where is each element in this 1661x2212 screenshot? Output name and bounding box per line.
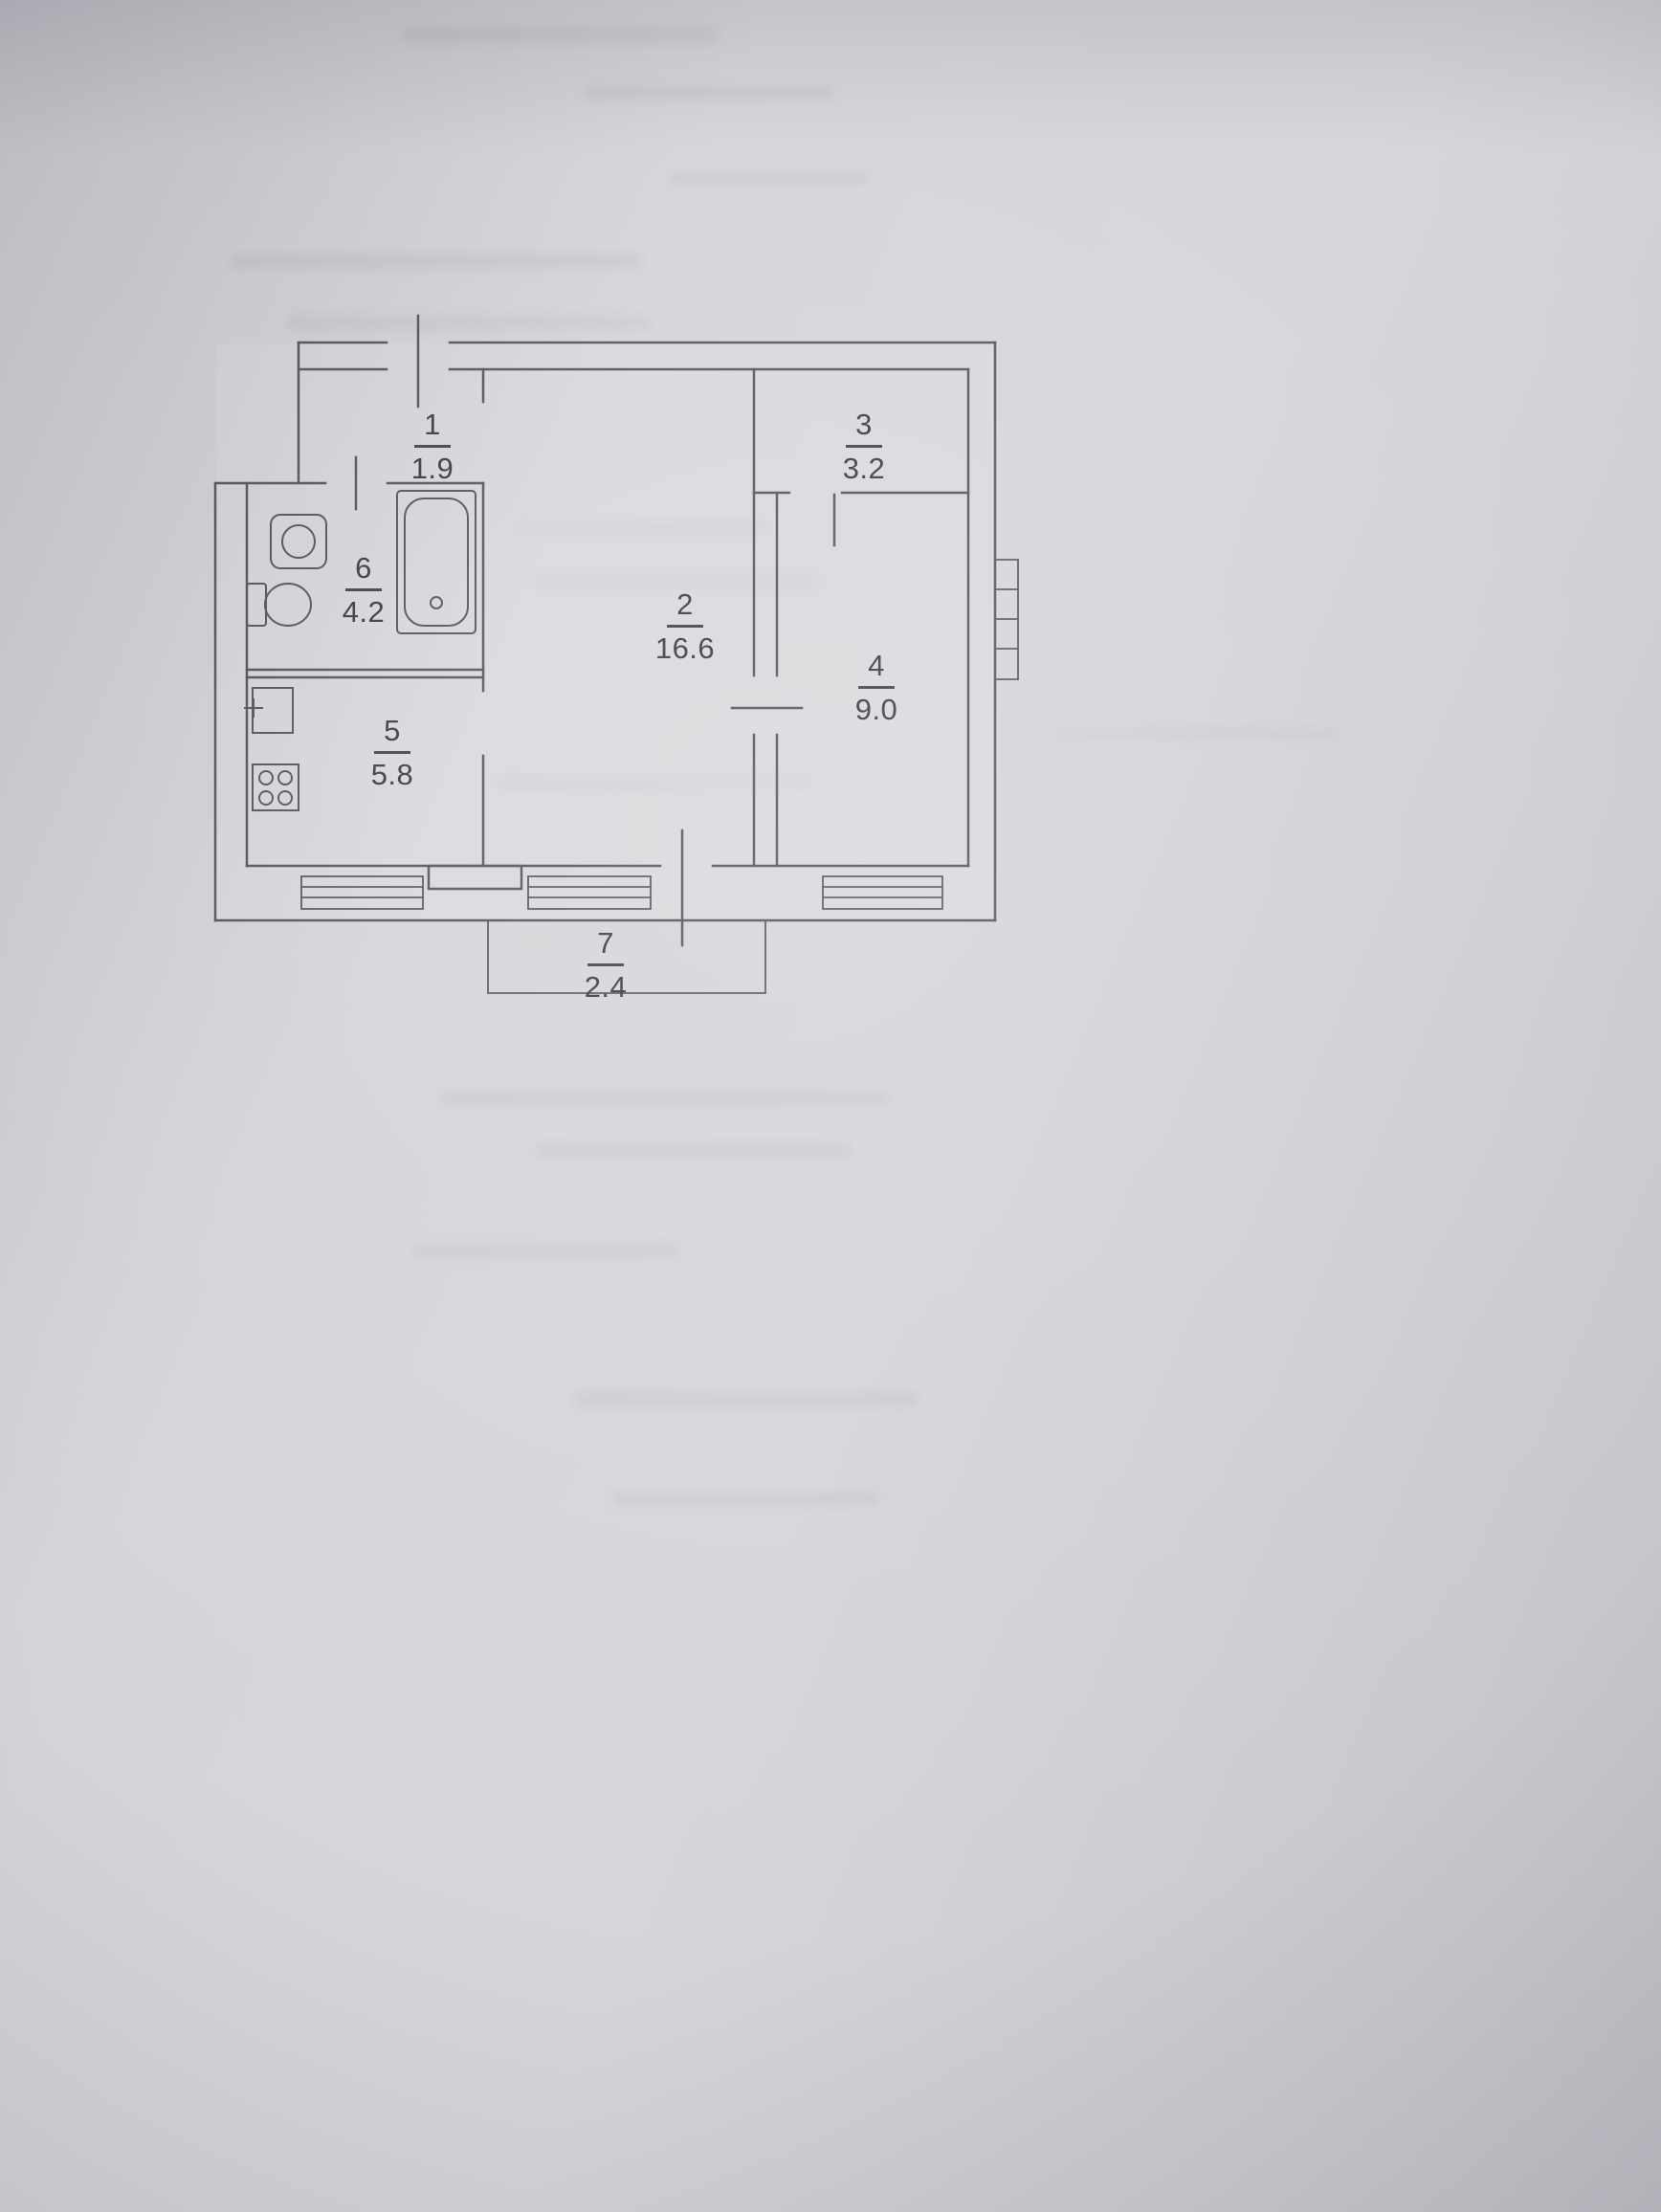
room-area: 2.4 — [584, 970, 628, 1005]
toilet-icon — [246, 583, 312, 627]
room-label-5: 5 5.8 — [335, 712, 450, 795]
room-area: 3.2 — [842, 452, 886, 486]
room-area: 5.8 — [370, 758, 414, 792]
room-number: 5 — [374, 712, 410, 755]
room-number: 3 — [846, 406, 882, 449]
room-area: 16.6 — [654, 631, 716, 666]
washbasin-icon — [270, 514, 327, 569]
stove-icon — [252, 763, 299, 811]
room-number: 6 — [345, 549, 382, 592]
room-label-6: 6 4.2 — [306, 549, 421, 632]
room-area: 1.9 — [410, 452, 454, 486]
window-icon-right-wall — [994, 559, 1019, 680]
room-number: 2 — [667, 586, 703, 629]
room-area: 4.2 — [342, 595, 386, 630]
room-area: 9.0 — [854, 693, 898, 727]
room-number: 1 — [414, 406, 451, 449]
walls — [213, 341, 997, 922]
balcony-outline — [487, 919, 766, 994]
bathtub-icon — [396, 490, 476, 634]
room-number: 7 — [587, 924, 624, 967]
room-label-3: 3 3.2 — [807, 406, 921, 489]
room-label-2: 2 16.6 — [628, 586, 742, 669]
kitchen-sink-icon — [244, 687, 294, 734]
window-icon-bottom-left — [300, 875, 424, 910]
plan-background — [216, 343, 995, 920]
window-icon-bottom-right — [822, 875, 943, 910]
room-number: 4 — [858, 647, 895, 690]
room-label-7: 7 2.4 — [548, 924, 663, 1007]
window-icon-bottom-center — [527, 875, 652, 910]
room-label-1: 1 1.9 — [375, 406, 490, 489]
room-label-4: 4 9.0 — [819, 647, 934, 730]
